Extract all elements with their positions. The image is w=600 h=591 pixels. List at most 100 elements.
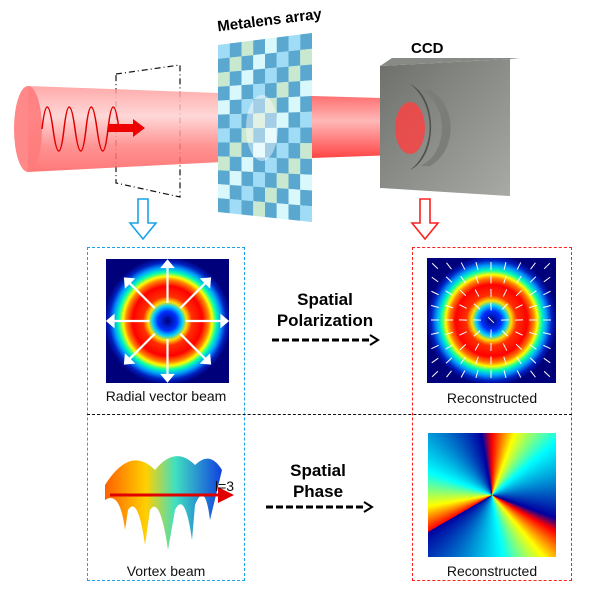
metalens-cell	[288, 34, 301, 52]
metalens-cell	[288, 127, 301, 144]
metalens-cell	[300, 48, 312, 66]
metalens-cell	[276, 51, 289, 68]
metalens-cell	[229, 156, 242, 172]
metalens-cell	[218, 156, 230, 171]
metalens-cell	[218, 128, 230, 143]
radial-arrows-icon	[105, 259, 230, 383]
metalens-cell	[218, 43, 230, 59]
metalens-cell	[241, 157, 254, 172]
metalens-cell	[218, 184, 230, 200]
metalens-cell	[253, 68, 265, 85]
metalens-cell	[241, 113, 254, 129]
metalens-cell	[300, 33, 312, 51]
metalens-cell	[265, 112, 277, 128]
metalens-cell	[253, 142, 265, 158]
metalens-cell	[218, 100, 230, 115]
metalens-cell	[265, 187, 277, 204]
metalens-cell	[218, 170, 230, 185]
metalens-cell	[265, 82, 277, 99]
metalens-cell	[229, 99, 242, 115]
metalens-cell	[265, 52, 277, 69]
metalens-cell	[288, 204, 301, 221]
vortex-beam-label: Vortex beam	[126, 563, 206, 579]
metalens-cell	[300, 189, 312, 207]
metalens-cell	[276, 81, 289, 98]
metalens-cell	[276, 158, 289, 174]
metalens-cell	[276, 112, 289, 128]
metalens-cell	[276, 66, 289, 83]
metalens-cell	[218, 57, 230, 73]
topological-charge-label: l=3	[215, 478, 235, 494]
metalens-cell	[288, 81, 301, 98]
metalens-cell	[241, 40, 254, 57]
metalens-cell	[241, 69, 254, 86]
metalens-cell	[265, 202, 277, 219]
metalens-cell	[253, 201, 265, 217]
reconstructed-label-2: Reconstructed	[446, 563, 538, 579]
metalens-cell	[229, 170, 242, 186]
metalens-cell	[218, 85, 230, 101]
metalens-cell	[241, 55, 254, 71]
metalens-cell	[300, 174, 312, 191]
metalens-cell	[276, 127, 289, 144]
process-line1: Spatial	[297, 290, 353, 309]
metalens-cell	[265, 127, 277, 143]
metalens-cell	[229, 70, 242, 86]
process-line2: Polarization	[276, 311, 374, 330]
metalens-cell	[288, 112, 301, 128]
metalens-cell	[300, 80, 312, 97]
metalens-cell	[229, 42, 242, 58]
metalens-cell	[265, 157, 277, 174]
metalens-cell	[229, 142, 242, 157]
radial-vector-beam-image	[105, 259, 230, 383]
down-arrow-blue-icon	[128, 198, 158, 241]
reconstructed-label-1: Reconstructed	[446, 390, 538, 406]
metalens-cell	[300, 205, 312, 222]
polarization-vector-field-icon	[430, 261, 552, 379]
metalens-cell	[265, 97, 277, 114]
radial-vector-beam-label: Radial vector beam	[105, 388, 227, 404]
metalens-cell	[253, 53, 265, 70]
metalens-cell	[241, 84, 254, 100]
metalens-cell	[241, 142, 254, 158]
metalens-cell	[253, 83, 265, 99]
metalens-cell	[300, 64, 312, 82]
metalens-cell	[229, 56, 242, 72]
metalens-cell	[276, 97, 289, 113]
reconstructed-polarization-image	[427, 258, 556, 383]
reconstructed-phase-image	[428, 433, 556, 557]
metalens-cell	[218, 142, 230, 157]
metalens-cell	[300, 127, 312, 144]
metalens-cell	[229, 113, 242, 129]
metalens-cell	[288, 143, 301, 159]
ccd-camera	[380, 58, 520, 196]
metalens-cell	[288, 96, 301, 113]
metalens-cell	[253, 98, 265, 114]
metalens-cell	[288, 173, 301, 190]
metalens-cell	[300, 111, 312, 128]
metalens-cell	[265, 172, 277, 189]
metalens-array	[218, 33, 312, 222]
metalens-cell	[253, 128, 265, 143]
input-plane-frame	[115, 64, 181, 198]
wave-icon	[41, 106, 120, 152]
metalens-cell	[218, 114, 230, 129]
metalens-cell	[229, 128, 242, 143]
vortex-beam-illustration	[105, 456, 234, 550]
row-divider	[87, 414, 572, 415]
spatial-polarization-label: Spatial Polarization	[265, 289, 385, 331]
metalens-cell	[276, 142, 289, 159]
propagation-arrow-icon	[108, 119, 145, 137]
dashed-arrow-icon	[266, 501, 374, 513]
metalens-cell	[241, 98, 254, 114]
metalens-cell	[241, 128, 254, 143]
optical-setup-illustration	[14, 33, 520, 241]
metalens-cell	[253, 157, 265, 173]
down-arrow-red-icon	[410, 198, 440, 241]
metalens-cell	[300, 158, 312, 175]
metalens-cell	[241, 185, 254, 202]
metalens-cell	[253, 39, 265, 56]
metalens-cell	[253, 113, 265, 129]
metalens-cell	[229, 199, 242, 215]
process-line2: Phase	[292, 482, 344, 501]
